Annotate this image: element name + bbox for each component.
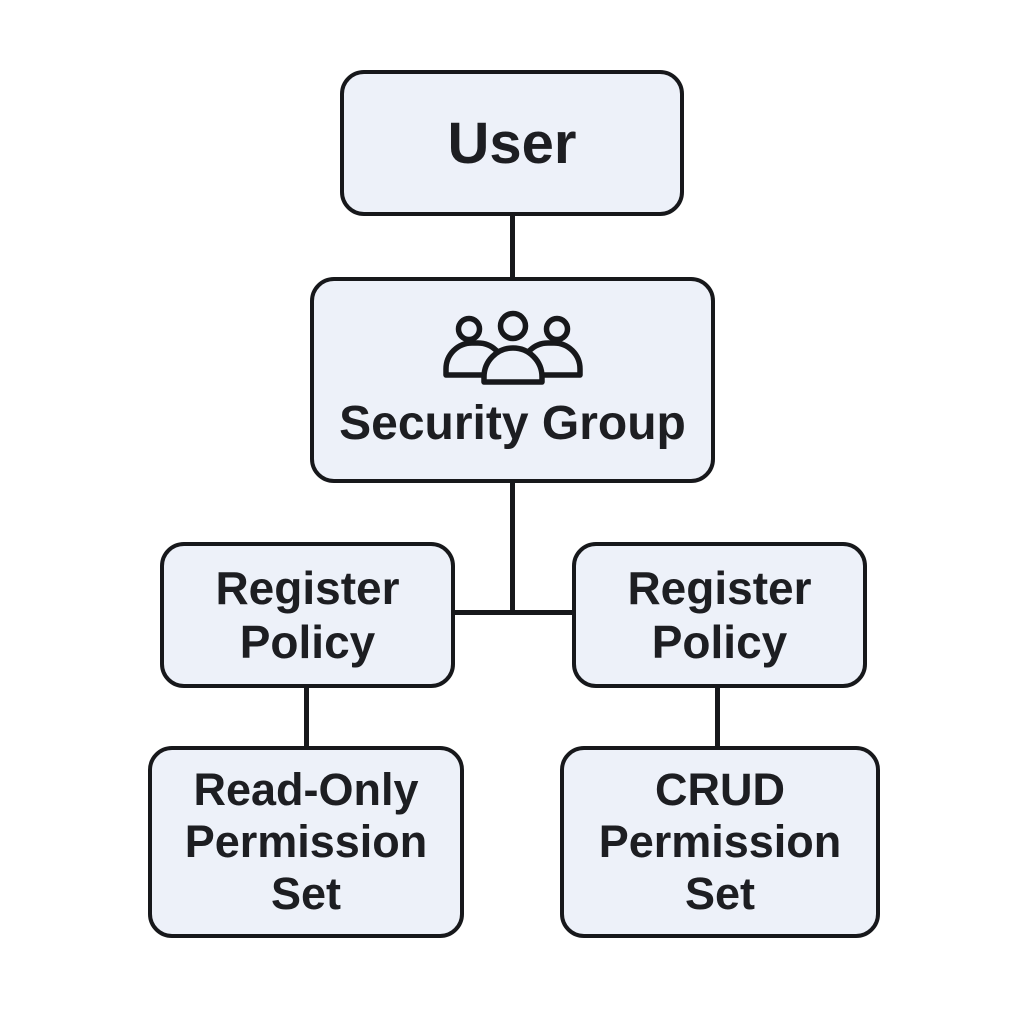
node-register-policy-right-line2: Policy <box>651 616 788 668</box>
node-security-group: Security Group <box>310 277 715 483</box>
node-readonly-line2: Permission <box>184 815 428 867</box>
node-readonly-line1: Read-Only <box>193 763 419 815</box>
connector-user-to-security-group <box>510 213 515 279</box>
node-readonly-line3: Set <box>270 868 342 920</box>
node-register-policy-left-line2: Policy <box>239 616 376 668</box>
connector-security-group-down <box>510 481 515 613</box>
users-group-icon <box>442 310 583 388</box>
node-crud-line3: Set <box>684 868 756 920</box>
node-register-policy-right: Register Policy <box>572 542 867 688</box>
node-crud-permission-set: CRUD Permission Set <box>560 746 880 938</box>
connector-right-policy-to-crud <box>715 686 720 748</box>
node-crud-line1: CRUD <box>655 763 785 815</box>
connector-horizontal-junction <box>452 610 576 615</box>
node-user-label: User <box>447 110 577 176</box>
node-readonly-permission-set: Read-Only Permission Set <box>148 746 464 938</box>
node-crud-line2: Permission <box>598 815 842 867</box>
connector-left-policy-to-readonly <box>304 686 309 748</box>
node-security-group-label: Security Group <box>339 396 686 450</box>
node-user: User <box>340 70 684 216</box>
node-register-policy-left: Register Policy <box>160 542 455 688</box>
node-register-policy-right-line1: Register <box>627 561 812 614</box>
node-register-policy-left-line1: Register <box>215 561 400 614</box>
